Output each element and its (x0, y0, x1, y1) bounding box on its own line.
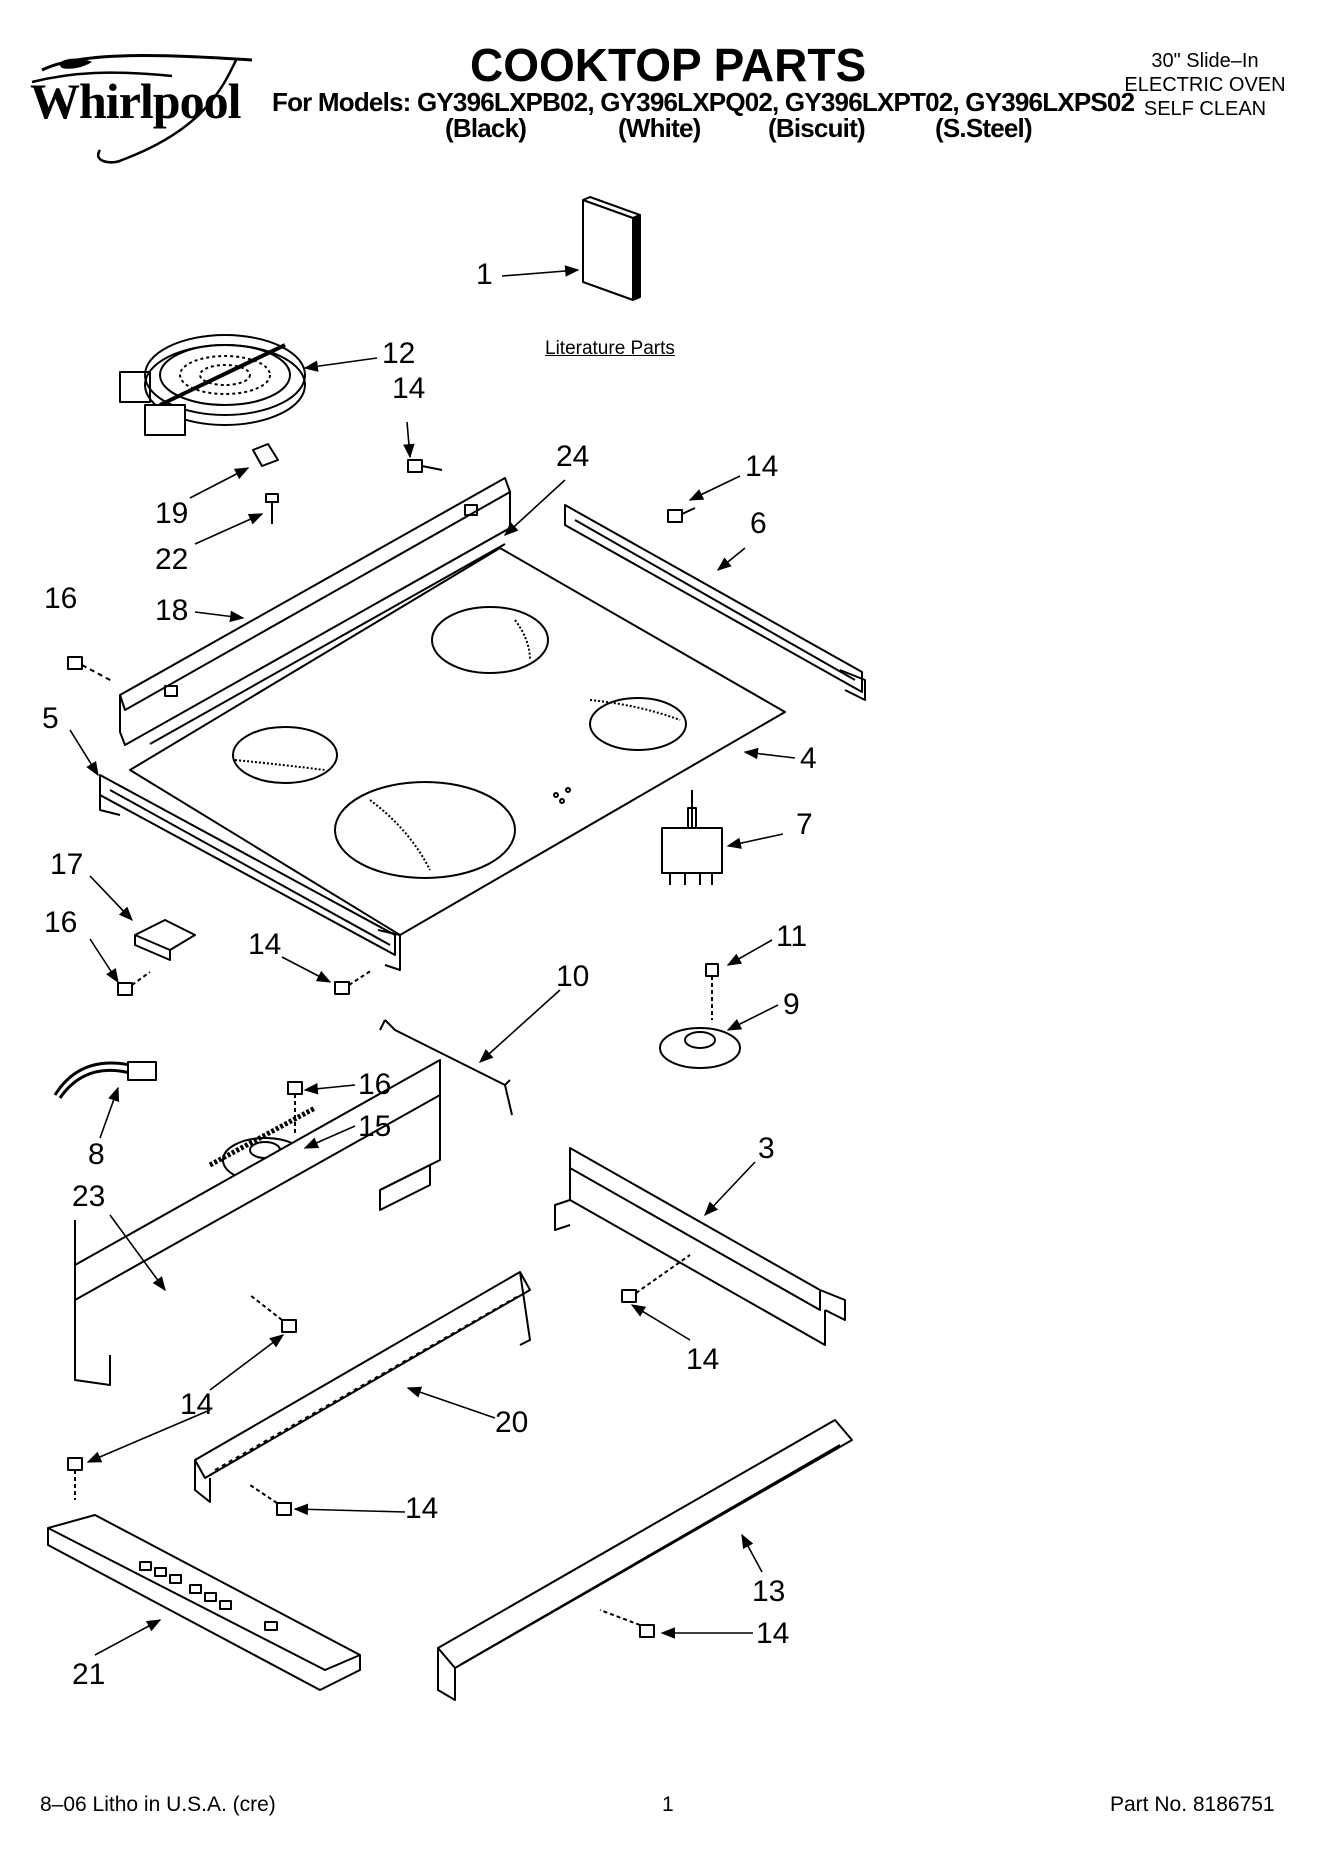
screw-14d (250, 1295, 296, 1332)
callout-9: 9 (783, 988, 800, 1021)
screw-22 (266, 494, 278, 524)
color-stainless: (S.Steel) (935, 113, 1033, 143)
side-frame-20 (195, 1272, 530, 1502)
rear-trim-6 (565, 505, 865, 700)
screw-14a (408, 460, 442, 472)
color-biscuit: (Biscuit) (768, 113, 866, 143)
literature-booklet (583, 197, 640, 300)
clip (253, 444, 278, 466)
callout-7: 7 (796, 808, 813, 841)
callout-16: 16 (44, 582, 78, 615)
page-number: 1 (662, 1793, 674, 1816)
bottom-trim-13 (438, 1420, 852, 1700)
page-title: COOKTOP PARTS (470, 39, 867, 91)
callout-4: 4 (800, 742, 817, 775)
whirlpool-swirl-icon (31, 54, 253, 164)
wire-harness (55, 1062, 156, 1098)
screw-11 (706, 964, 718, 1020)
part-number: Part No. 8186751 (1110, 1793, 1275, 1816)
callout-6: 6 (750, 507, 767, 540)
callout-1: 1 (476, 258, 493, 291)
screw-14c (335, 970, 372, 994)
callout-16: 16 (44, 906, 78, 939)
literature-parts-label: Literature Parts (545, 338, 675, 359)
callout-14: 14 (756, 1617, 790, 1650)
screw-14g (68, 1458, 82, 1500)
screw-14h (600, 1610, 654, 1637)
callout-20: 20 (495, 1406, 529, 1439)
footer-litho: 8–06 Litho in U.S.A. (cre) (40, 1793, 276, 1816)
callout-22: 22 (155, 543, 189, 576)
callout-14: 14 (405, 1492, 439, 1525)
callout-17: 17 (50, 848, 84, 881)
radiant-element (120, 335, 305, 435)
callout-23: 23 (72, 1180, 106, 1213)
callout-14: 14 (745, 450, 779, 483)
glass-cooktop (130, 548, 785, 935)
side-trim-18 (120, 478, 510, 745)
callout-14: 14 (248, 928, 282, 961)
callout-14: 14 (686, 1343, 720, 1376)
wire-bracket-10 (385, 1020, 512, 1115)
brand-logo: Whirlpool (30, 73, 241, 129)
color-black: (Black) (445, 113, 527, 143)
callout-14: 14 (180, 1388, 214, 1421)
callout-14: 14 (392, 372, 426, 405)
callout-5: 5 (42, 702, 59, 735)
screw-14b (668, 508, 695, 522)
screw-14f (250, 1485, 291, 1515)
callout-8: 8 (88, 1138, 105, 1171)
screw-16b (118, 972, 150, 995)
product-note-1: 30" Slide–In (1151, 50, 1259, 72)
control-panel-21 (48, 1515, 360, 1690)
color-white: (White) (618, 113, 701, 143)
limiter-9 (660, 1028, 740, 1068)
models-line: For Models: GY396LXPB02, GY396LXPQ02, GY… (272, 87, 1135, 117)
callout-13: 13 (752, 1575, 786, 1608)
product-note-3: SELF CLEAN (1143, 98, 1267, 120)
callout-10: 10 (556, 960, 590, 993)
screw-16c (288, 1082, 302, 1135)
front-frame-23 (75, 1060, 440, 1385)
callout-3: 3 (758, 1132, 775, 1165)
callout-12: 12 (382, 337, 416, 370)
bracket-17 (135, 920, 195, 950)
front-trim-5 (100, 775, 400, 970)
screw-16a (68, 657, 112, 681)
callout-24: 24 (556, 440, 590, 473)
callout-18: 18 (155, 594, 189, 627)
callout-21: 21 (72, 1658, 106, 1691)
callout-19: 19 (155, 497, 189, 530)
callout-16: 16 (358, 1068, 392, 1101)
product-note-2: ELECTRIC OVEN (1124, 74, 1286, 96)
callout-11: 11 (776, 920, 808, 953)
infinite-switch (662, 790, 722, 885)
screw-14e (622, 1255, 690, 1302)
rear-frame-3 (555, 1148, 845, 1345)
callout-15: 15 (358, 1110, 392, 1143)
